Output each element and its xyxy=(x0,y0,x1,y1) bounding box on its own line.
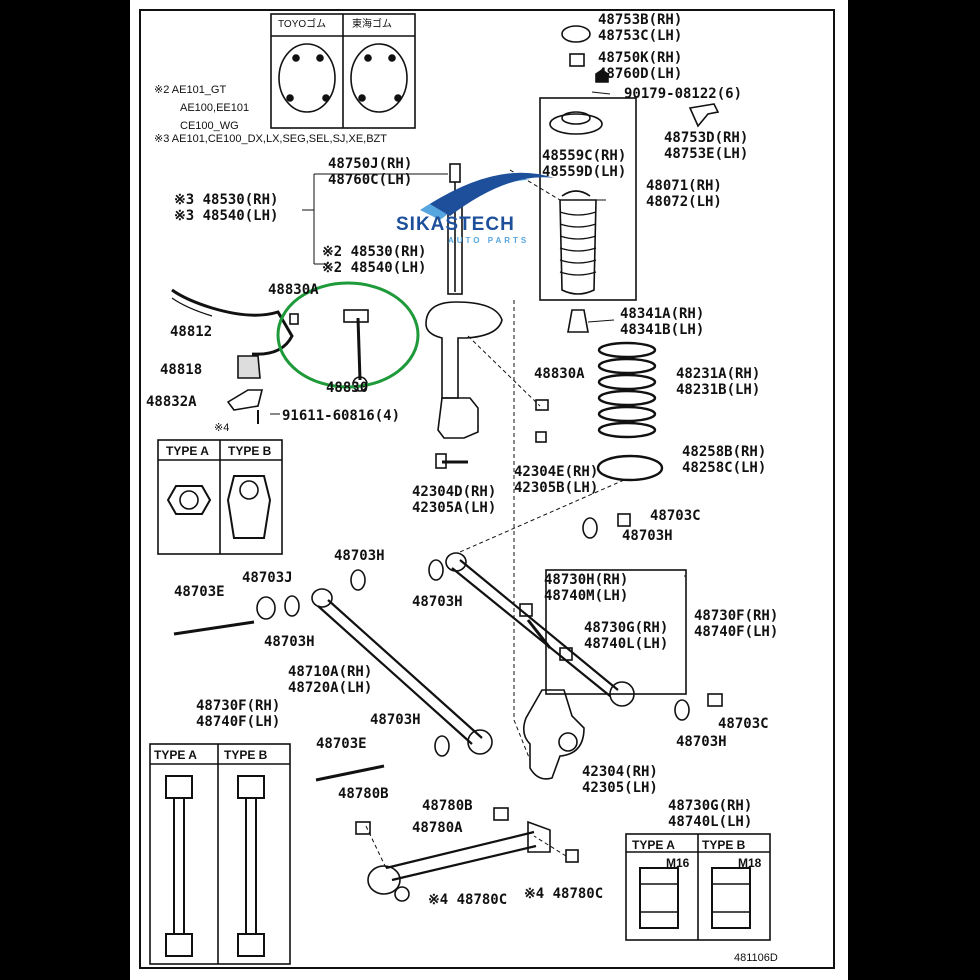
label-48753C: 48753C(LH) xyxy=(598,28,683,44)
label-48072: 48072(LH) xyxy=(646,194,722,210)
label-48740L-right: 48740L(LH) xyxy=(668,814,753,830)
label-42304E: 42304E(RH) xyxy=(514,464,599,480)
label-48750J: 48750J(RH) xyxy=(328,156,413,172)
label-48812: 48812 xyxy=(170,324,213,340)
label-48540-note2: ※2 48540(LH) xyxy=(322,260,427,276)
diagram-code: 481106D xyxy=(734,952,778,964)
label-48703H-lower: 48703H xyxy=(370,712,421,728)
label-48830A-left: 48830A xyxy=(268,282,319,298)
watermark-swoosh xyxy=(420,172,554,220)
label-48832A: 48832A xyxy=(146,394,197,410)
label-48710A: 48710A(RH) xyxy=(288,664,373,680)
label-48760C: 48760C(LH) xyxy=(328,172,413,188)
label-48740M: 48740M(LH) xyxy=(544,588,629,604)
label-48720A: 48720A(LH) xyxy=(288,680,373,696)
label-42304: 42304(RH) xyxy=(582,764,658,780)
type-a-header-left: TYPE A xyxy=(154,748,197,762)
note4-marker: ※4 xyxy=(214,422,230,434)
label-48703H-mid: 48703H xyxy=(334,548,385,564)
label-42305B: 42305B(LH) xyxy=(514,480,599,496)
label-48780B-right: 48780B xyxy=(422,798,473,814)
label-48341B: 48341B(LH) xyxy=(620,322,705,338)
rubber-tokai-label: 東海ゴム xyxy=(352,19,392,30)
label-90179: 90179-08122(6) xyxy=(624,86,743,102)
label-48740F-right: 48740F(LH) xyxy=(694,624,779,640)
label-48730F-left: 48730F(RH) xyxy=(196,698,281,714)
label-48780C-right: ※4 48780C xyxy=(524,886,604,902)
label-91611: 91611-60816(4) xyxy=(282,408,401,424)
label-48703C-lower: 48703C xyxy=(718,716,769,732)
label-48559D: 48559D(LH) xyxy=(542,164,627,180)
label-48740F-left: 48740F(LH) xyxy=(196,714,281,730)
label-48703E-lower: 48703E xyxy=(316,736,367,752)
label-42305A: 42305A(LH) xyxy=(412,500,497,516)
type-a-header-right: TYPE A xyxy=(632,838,675,852)
label-48540-note3: ※3 48540(LH) xyxy=(174,208,279,224)
label-48071: 48071(RH) xyxy=(646,178,722,194)
label-48750K: 48750K(RH) xyxy=(598,50,683,66)
label-48703H-top-right: 48703H xyxy=(622,528,673,544)
rubber-toyo-label: TOYOゴム xyxy=(278,19,327,30)
label-48730G-mid: 48730G(RH) xyxy=(584,620,669,636)
watermark-sub: AUTO PARTS xyxy=(448,236,530,245)
note2-line2: AE100,EE101 xyxy=(180,102,250,114)
label-m18: M18 xyxy=(738,856,762,870)
label-48341A: 48341A(RH) xyxy=(620,306,705,322)
parts-diagram-sheet: SIKASTECH AUTO PARTS TOYOゴム 東海ゴム ※2 AE10… xyxy=(130,0,848,980)
label-48559C: 48559C(RH) xyxy=(542,148,627,164)
label-48830: 48830 xyxy=(326,380,369,396)
label-48530-note3: ※3 48530(RH) xyxy=(174,192,279,208)
label-48530-note2: ※2 48530(RH) xyxy=(322,244,427,260)
label-48818: 48818 xyxy=(160,362,203,378)
label-48740L-mid: 48740L(LH) xyxy=(584,636,669,652)
label-48753B: 48753B(RH) xyxy=(598,12,683,28)
label-48730H: 48730H(RH) xyxy=(544,572,629,588)
type-b-header-top: TYPE B xyxy=(228,444,272,458)
label-48753E: 48753E(LH) xyxy=(664,146,749,162)
note2-line1: ※2 AE101_GT xyxy=(154,84,227,96)
label-48780A: 48780A xyxy=(412,820,463,836)
label-48753D: 48753D(RH) xyxy=(664,130,749,146)
type-b-header-right: TYPE B xyxy=(702,838,746,852)
label-48703H-left: 48703H xyxy=(264,634,315,650)
label-48703C-top: 48703C xyxy=(650,508,701,524)
label-48730G-right: 48730G(RH) xyxy=(668,798,753,814)
label-48231A: 48231A(RH) xyxy=(676,366,761,382)
label-48703H-lower-right: 48703H xyxy=(676,734,727,750)
diagram-frame xyxy=(139,9,835,969)
label-48830A-right: 48830A xyxy=(534,366,585,382)
type-b-header-left: TYPE B xyxy=(224,748,268,762)
label-48258B: 48258B(RH) xyxy=(682,444,767,460)
label-48258C: 48258C(LH) xyxy=(682,460,767,476)
watermark-brand: SIKASTECH xyxy=(396,214,515,235)
diagram-drawing xyxy=(149,13,771,965)
label-48780C-left: ※4 48780C xyxy=(428,892,508,908)
label-48730F-right: 48730F(RH) xyxy=(694,608,779,624)
label-48703H-center: 48703H xyxy=(412,594,463,610)
label-48231B: 48231B(LH) xyxy=(676,382,761,398)
label-48703E-left: 48703E xyxy=(174,584,225,600)
label-42304D: 42304D(RH) xyxy=(412,484,497,500)
label-48780B-left: 48780B xyxy=(338,786,389,802)
type-a-header-top: TYPE A xyxy=(166,444,209,458)
note3: ※3 AE101,CE100_DX,LX,SEG,SEL,SJ,XE,BZT xyxy=(154,133,387,145)
note2-line3: CE100_WG xyxy=(180,120,239,132)
label-42305: 42305(LH) xyxy=(582,780,658,796)
label-48760D: 48760D(LH) xyxy=(598,66,683,82)
label-48703J: 48703J xyxy=(242,570,293,586)
label-m16: M16 xyxy=(666,856,690,870)
